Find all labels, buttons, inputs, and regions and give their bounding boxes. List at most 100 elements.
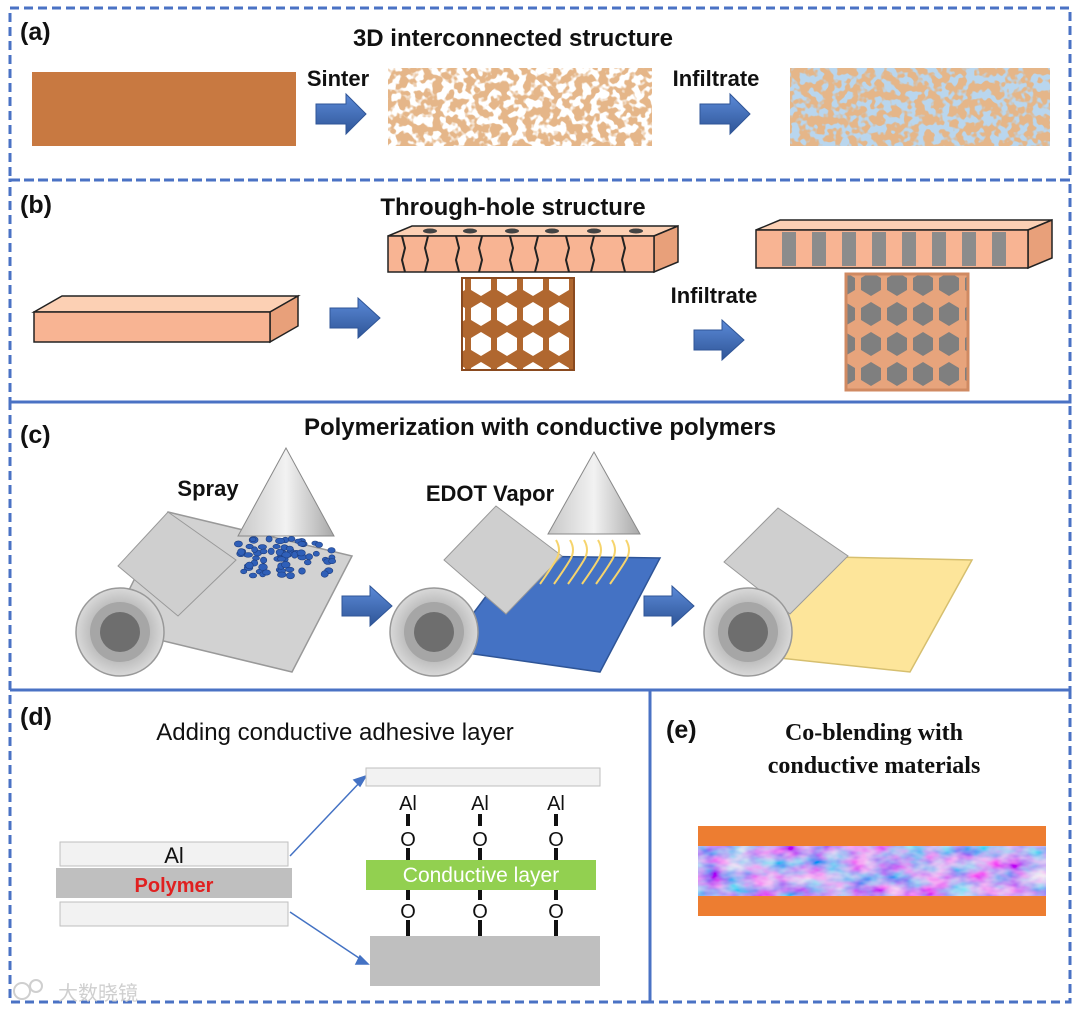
polymer-label: Polymer bbox=[135, 875, 214, 897]
panel-a-letter: (a) bbox=[20, 18, 51, 46]
bond-o-1b: O bbox=[400, 901, 416, 923]
droplet bbox=[237, 548, 246, 556]
panel-b: (b) Through-hole structure bbox=[20, 191, 1053, 392]
droplet bbox=[260, 556, 268, 564]
panel-e-title-line2: conductive materials bbox=[768, 753, 981, 779]
droplet bbox=[320, 570, 329, 578]
panel-c-border bbox=[8, 400, 1072, 692]
vapor-streams bbox=[539, 539, 630, 585]
bond-o-2: O bbox=[472, 829, 488, 851]
al-electrode-top bbox=[365, 767, 601, 787]
panel-e-border bbox=[648, 688, 1072, 1004]
panel-b-border bbox=[8, 178, 1072, 404]
roll-1 bbox=[75, 511, 354, 677]
panel-d-title: Adding conductive adhesive layer bbox=[156, 719, 514, 746]
roll-2 bbox=[389, 505, 662, 677]
arrow-c2 bbox=[643, 584, 695, 628]
bond-o-3: O bbox=[548, 829, 564, 851]
bond-column-1: Al O O bbox=[399, 793, 417, 936]
roll-3 bbox=[703, 507, 974, 677]
blend-composite bbox=[698, 846, 1046, 896]
droplet bbox=[297, 541, 307, 547]
droplet bbox=[286, 572, 295, 580]
droplet bbox=[240, 568, 248, 575]
panel-a: (a) 3D interconnected structure Sinter I… bbox=[20, 18, 1050, 146]
arrow-c1 bbox=[341, 584, 393, 628]
al-foil-bottom bbox=[59, 901, 289, 927]
panel-b-letter: (b) bbox=[20, 191, 52, 219]
polymer-layer bbox=[56, 868, 292, 898]
bond-al-3: Al bbox=[547, 793, 565, 815]
droplet bbox=[312, 550, 320, 557]
electrode-top bbox=[698, 826, 1046, 846]
sinter-label: Sinter bbox=[307, 66, 370, 91]
droplet bbox=[281, 551, 291, 559]
al-foil-top bbox=[59, 841, 289, 867]
honeycomb-empty bbox=[461, 277, 575, 371]
polymer-substrate bbox=[370, 936, 600, 986]
arrow-b2 bbox=[693, 318, 745, 362]
droplet bbox=[285, 566, 295, 573]
watermark-text: 大数晓镜 bbox=[58, 981, 138, 1005]
droplet bbox=[285, 545, 294, 552]
conductive-layer-label: Conductive layer bbox=[403, 864, 559, 887]
edot-vapor-label: EDOT Vapor bbox=[426, 481, 555, 506]
bond-al-2: Al bbox=[471, 793, 489, 815]
bond-column-2: Al O O bbox=[471, 793, 489, 936]
droplet bbox=[245, 543, 254, 550]
electrode-bottom bbox=[698, 896, 1046, 916]
al-label: Al bbox=[164, 843, 184, 868]
solid-slab bbox=[31, 294, 301, 344]
droplet bbox=[277, 571, 287, 578]
droplet bbox=[265, 535, 273, 543]
droplet bbox=[327, 547, 336, 554]
panel-e-letter: (e) bbox=[666, 716, 697, 744]
droplet bbox=[296, 549, 306, 557]
porous-slab bbox=[387, 224, 679, 274]
bond-column-3: Al O O bbox=[547, 793, 565, 936]
droplet bbox=[262, 569, 271, 576]
droplet bbox=[276, 556, 287, 562]
droplet bbox=[328, 558, 337, 564]
droplet bbox=[257, 544, 267, 550]
filled-slab bbox=[755, 218, 1053, 270]
arrow-a2 bbox=[699, 92, 751, 136]
infiltrated-block bbox=[790, 68, 1050, 146]
panel-d-letter: (d) bbox=[20, 703, 52, 731]
droplet bbox=[258, 563, 268, 571]
bond-o-2b: O bbox=[472, 901, 488, 923]
panel-a-title: 3D interconnected structure bbox=[353, 25, 673, 52]
droplet bbox=[267, 547, 275, 555]
spray-droplets bbox=[233, 535, 337, 580]
droplet bbox=[251, 546, 258, 553]
droplet bbox=[252, 555, 260, 561]
droplet bbox=[304, 559, 312, 566]
droplet bbox=[245, 561, 254, 570]
dense-block bbox=[32, 72, 296, 146]
bond-o-3b: O bbox=[548, 901, 564, 923]
conductive-layer bbox=[366, 860, 596, 890]
zoom-lines bbox=[289, 774, 370, 965]
infiltrate-label-a: Infiltrate bbox=[673, 66, 760, 91]
arrow-b1 bbox=[329, 296, 381, 340]
spray-label: Spray bbox=[177, 476, 239, 501]
droplet bbox=[287, 536, 296, 542]
arrow-a1 bbox=[315, 92, 367, 136]
porous-block bbox=[388, 68, 652, 146]
panel-d: (d) Adding conductive adhesive layer Al … bbox=[20, 703, 601, 986]
bond-al-1: Al bbox=[399, 793, 417, 815]
droplet bbox=[249, 536, 257, 542]
droplet bbox=[315, 541, 323, 548]
vapor-nozzle bbox=[547, 450, 641, 535]
droplet bbox=[259, 548, 268, 555]
panel-c-title: Polymerization with conductive polymers bbox=[304, 414, 776, 441]
droplet bbox=[233, 540, 243, 548]
panel-e-title-line1: Co-blending with bbox=[785, 720, 963, 746]
panel-b-title: Through-hole structure bbox=[380, 194, 645, 221]
droplet bbox=[272, 543, 281, 549]
panel-c: (c) Polymerization with conductive polym… bbox=[20, 414, 974, 677]
droplet bbox=[275, 537, 285, 545]
watermark-icon bbox=[13, 979, 43, 1000]
spray-nozzle bbox=[237, 446, 335, 537]
